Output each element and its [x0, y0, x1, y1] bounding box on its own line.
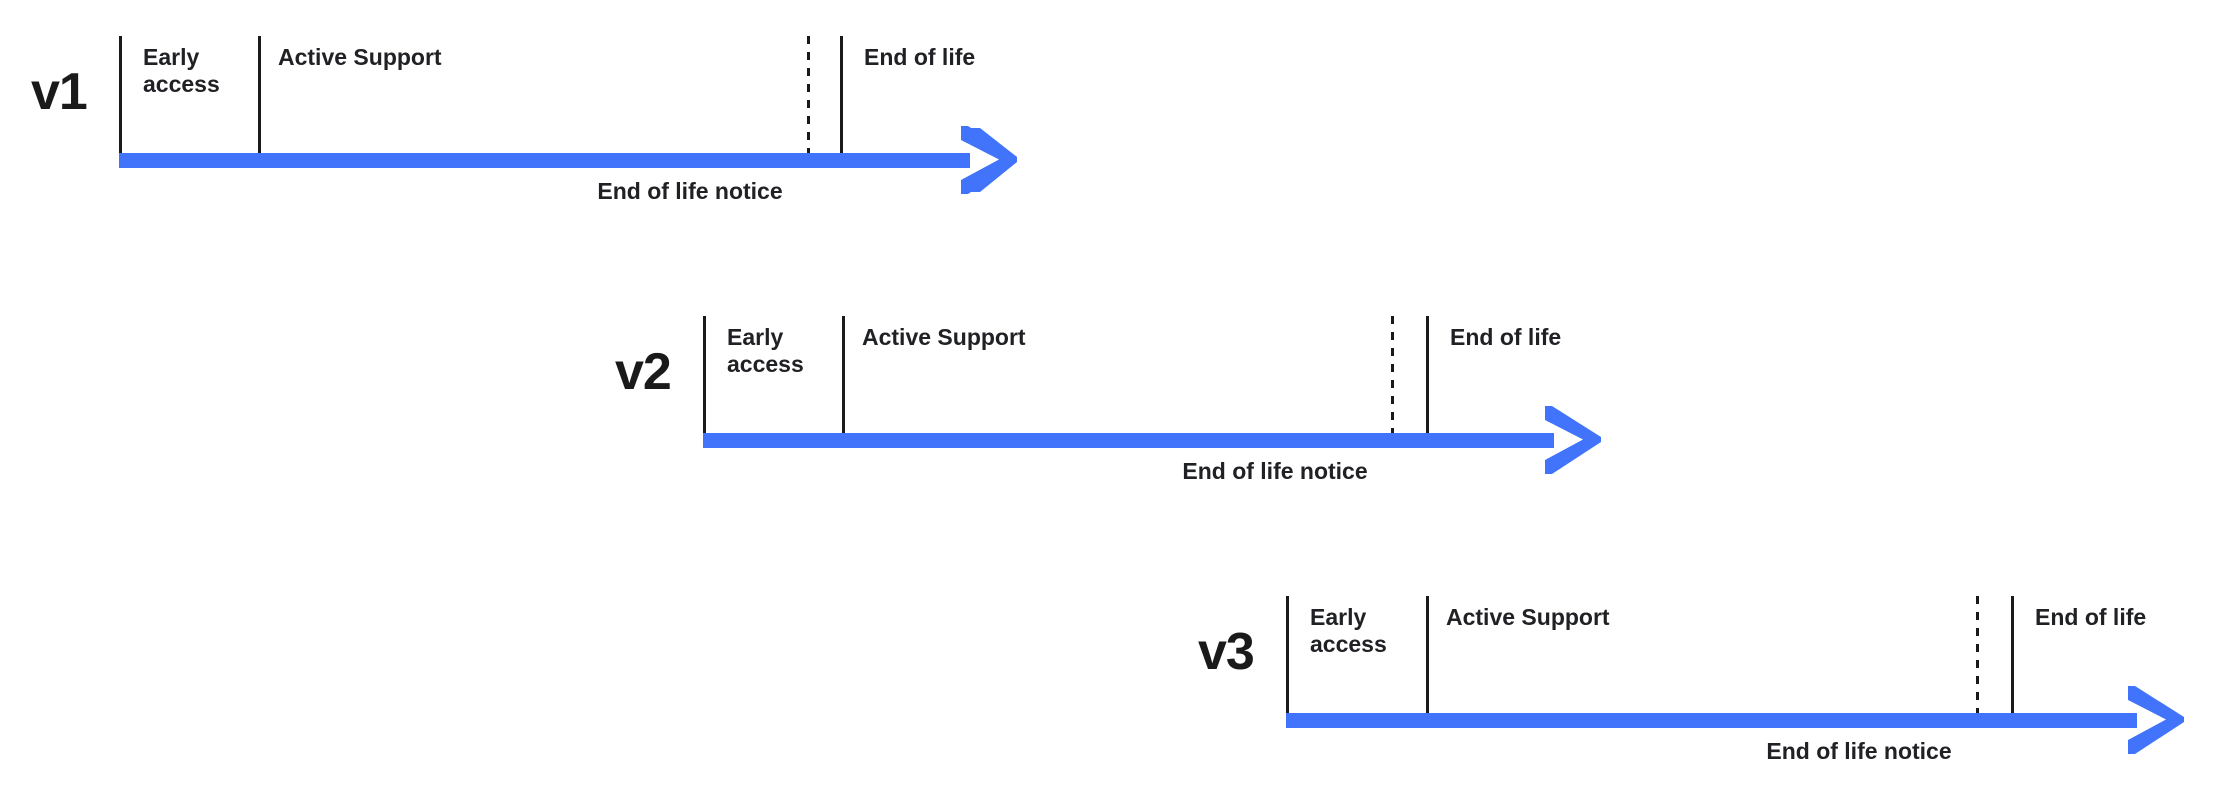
divider-end-of-life-notice-v3 [1976, 596, 1979, 713]
timeline-bar-v1 [119, 153, 970, 168]
version-label-v2: v2 [615, 343, 672, 401]
phase-label-end-of-life-v1: End of life [864, 44, 976, 70]
version-label-v1: v1 [31, 63, 88, 121]
phase-label-early-access-v2: Early access [727, 324, 804, 378]
timeline-arrow-head-v2 [1545, 406, 1601, 474]
notice-label-end-of-life-notice-v2: End of life notice [1182, 458, 1368, 484]
divider-end-of-life-start-v2 [1426, 316, 1429, 433]
phase-label-early-access-v1: Early access [143, 44, 220, 98]
divider-end-of-life-start-v1 [840, 36, 843, 153]
phase-label-early-access-v3: Early access [1310, 604, 1387, 658]
timeline-bar-v3 [1286, 713, 2137, 728]
divider-active-support-start-v3 [1426, 596, 1429, 713]
timeline-arrow-head-v3 [2128, 686, 2184, 754]
timeline-bar-v2 [703, 433, 1554, 448]
divider-early-access-start-v3 [1286, 596, 1289, 713]
phase-label-active-support-v2: Active Support [862, 324, 1026, 350]
notice-label-end-of-life-notice-v1: End of life notice [597, 178, 783, 204]
divider-active-support-start-v1 [258, 36, 261, 153]
phase-label-end-of-life-v2: End of life [1450, 324, 1562, 350]
timeline-arrow-head-v1 [961, 126, 1017, 194]
divider-early-access-start-v1 [119, 36, 122, 153]
divider-early-access-start-v2 [703, 316, 706, 433]
divider-end-of-life-start-v3 [2011, 596, 2014, 713]
phase-label-active-support-v3: Active Support [1446, 604, 1610, 630]
divider-end-of-life-notice-v2 [1391, 316, 1394, 433]
notice-label-end-of-life-notice-v3: End of life notice [1766, 738, 1952, 764]
version-label-v3: v3 [1198, 623, 1255, 681]
phase-label-active-support-v1: Active Support [278, 44, 442, 70]
phase-label-end-of-life-v3: End of life [2035, 604, 2147, 630]
divider-end-of-life-notice-v1 [807, 36, 810, 153]
divider-active-support-start-v2 [842, 316, 845, 433]
